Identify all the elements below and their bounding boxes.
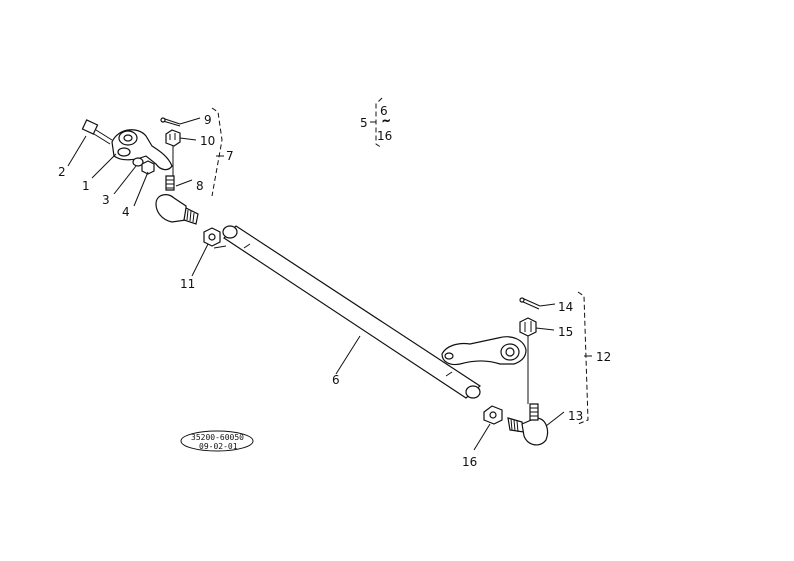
callout-12: 12: [596, 350, 611, 364]
lock-nut-16: [483, 405, 503, 425]
group5-range-end: 16: [377, 129, 392, 143]
cotter-pin-right: [519, 297, 541, 310]
group-bracket-12: [577, 291, 592, 425]
callout-15: 15: [558, 325, 573, 339]
nut-4: [141, 160, 155, 175]
cotter-pin-left: [160, 117, 181, 127]
callout-3: 3: [102, 193, 110, 207]
tie-rod-end-right: [507, 403, 549, 446]
callout-10: 10: [200, 134, 215, 148]
svg-text:~: ~: [382, 116, 390, 127]
steering-arm-right: [441, 336, 527, 366]
callout-4: 4: [122, 205, 130, 219]
drawing-code-stamp: 35200-60050 09-02-01: [180, 430, 254, 452]
callout-11: 11: [180, 277, 195, 291]
callout-1: 1: [82, 179, 90, 193]
lock-washer-3: [132, 157, 144, 167]
castle-nut-right: [519, 317, 537, 337]
callout-labels: 1 2 3 4 7 8 9 10 11 6 16 13 12 14 15 5 6…: [58, 104, 611, 469]
stamp-code: 35200-60050: [191, 433, 244, 442]
group5-range-start: 6: [380, 104, 388, 118]
castle-nut-left: [165, 129, 181, 147]
callout-9: 9: [204, 113, 212, 127]
tie-rod-tube: [222, 225, 481, 399]
lock-nut-11: [203, 227, 221, 247]
bolt-left: [81, 119, 113, 145]
callout-14: 14: [558, 300, 573, 314]
group-bracket-7: [211, 107, 224, 197]
callout-2: 2: [58, 165, 66, 179]
callout-13: 13: [568, 409, 583, 423]
tie-rod-end-left: [155, 175, 199, 225]
callout-16: 16: [462, 455, 477, 469]
group5-label: 5: [360, 116, 368, 130]
callout-8: 8: [196, 179, 204, 193]
callout-7: 7: [226, 149, 234, 163]
callout-6: 6: [332, 373, 340, 387]
leader-lines: [67, 117, 565, 451]
group-bracket-5: [370, 97, 383, 149]
stamp-date: 09-02-01: [199, 442, 238, 451]
